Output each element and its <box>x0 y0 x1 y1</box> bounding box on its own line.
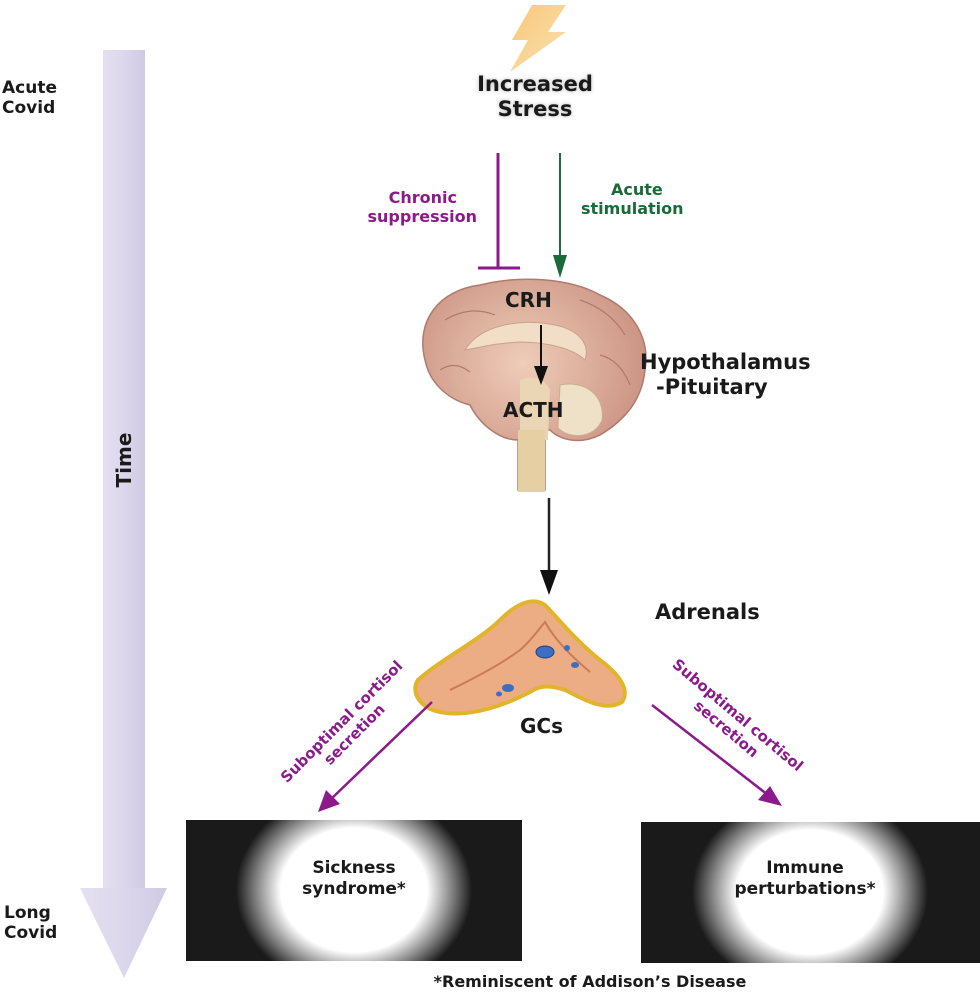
pituitary-to-adrenal-arrow <box>540 498 558 595</box>
brain-illustration <box>422 278 647 492</box>
outcome-1-line2: perturbations* <box>734 879 876 900</box>
stimulation-line1: Acute <box>611 180 663 199</box>
sickness-syndrome-label: Sickness syndrome* <box>254 858 454 901</box>
time-arrow <box>80 50 167 978</box>
time-axis-label: Time <box>112 432 136 488</box>
stress-title-line2: Stress <box>497 97 573 122</box>
outcome-0-line2: syndrome* <box>302 879 406 900</box>
hypothalamus-pituitary-label: Hypothalamus -Pituitary <box>640 350 811 400</box>
chronic-suppression-label: Chronic suppression <box>355 188 477 226</box>
crh-to-acth-arrow <box>534 325 548 385</box>
timeline-end-line2: Covid <box>4 923 58 944</box>
outcome-box-immune <box>641 822 980 963</box>
adrenals-label: Adrenals <box>655 600 760 624</box>
immune-perturbations-label: Immune perturbations* <box>700 858 910 901</box>
acute-stimulation-label: Acute stimulation <box>581 180 701 218</box>
organ-line1: Hypothalamus <box>640 350 811 374</box>
right-cortisol-arrow <box>651 704 782 806</box>
timeline-end-label: Long Covid <box>4 903 57 944</box>
timeline-start-line1: Acute <box>2 78 57 98</box>
adrenal-gland-illustration <box>413 599 627 716</box>
stimulation-line2: stimulation <box>581 199 684 219</box>
suppression-line2: suppression <box>367 207 477 227</box>
crh-label: CRH <box>505 288 552 312</box>
outcome-1-line1: Immune <box>766 858 844 878</box>
stimulation-arrow <box>553 153 567 278</box>
timeline-start-line2: Covid <box>2 98 56 119</box>
outcome-box-sickness <box>186 820 522 961</box>
suppression-line1: Chronic <box>388 188 457 207</box>
outcome-0-line1: Sickness <box>312 858 396 878</box>
footnote: *Reminiscent of Addison’s Disease <box>433 972 747 991</box>
stress-title-line1: Increased <box>477 72 593 96</box>
lightning-bolt-icon <box>510 5 566 72</box>
acth-label: ACTH <box>503 398 564 422</box>
gcs-label: GCs <box>520 714 563 738</box>
timeline-end-line1: Long <box>4 903 51 923</box>
timeline-start-label: Acute Covid <box>2 78 57 119</box>
stress-title: Increased Stress <box>460 72 610 122</box>
left-cortisol-arrow <box>318 701 433 812</box>
organ-line2: -Pituitary <box>656 375 768 400</box>
suppression-arrow <box>478 153 520 270</box>
